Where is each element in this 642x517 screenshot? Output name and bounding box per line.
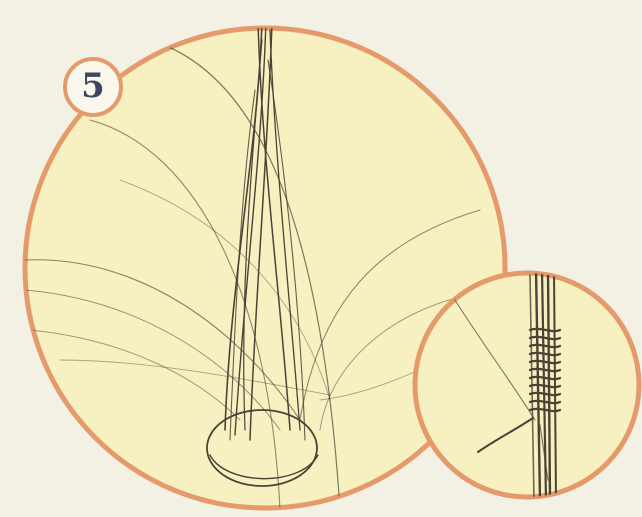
detail-circle-frame bbox=[415, 273, 639, 497]
